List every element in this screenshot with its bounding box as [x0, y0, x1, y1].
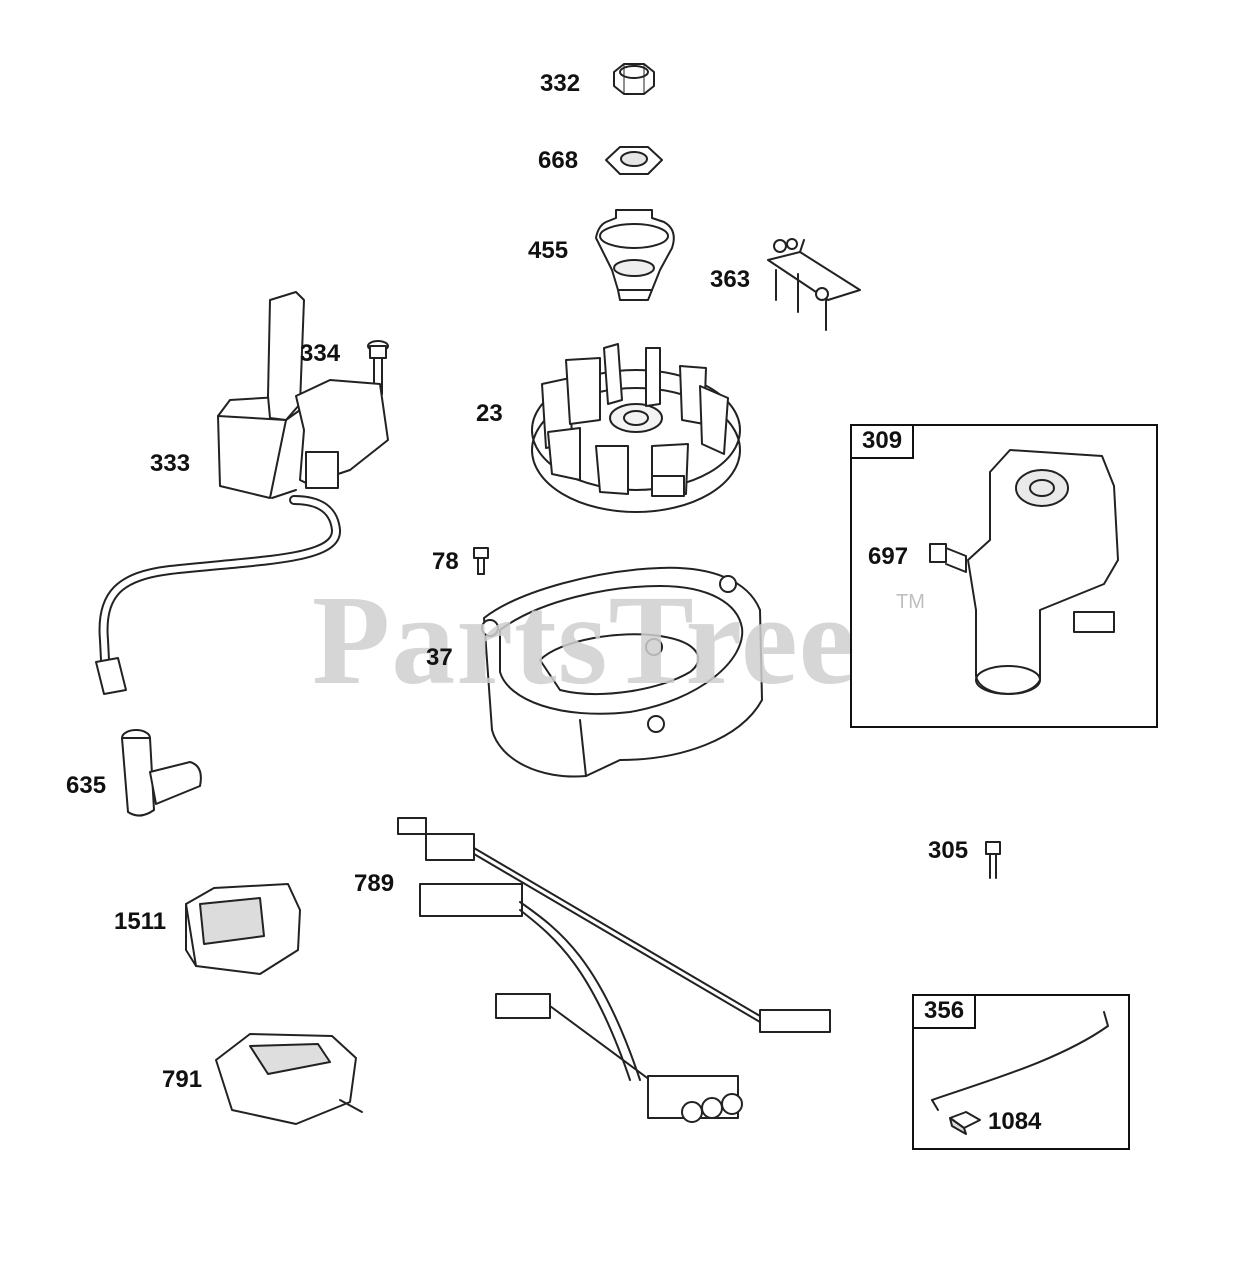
wire-detail-box: 356: [912, 994, 1130, 1150]
cup-455[interactable]: [595, 209, 675, 301]
callout-635[interactable]: 635: [66, 772, 107, 799]
callout-305[interactable]: 305: [928, 837, 969, 864]
starter-box-label[interactable]: 309: [852, 426, 915, 459]
callout-78[interactable]: 78: [432, 548, 459, 575]
watermark: PartsTree: [312, 569, 857, 711]
callout-697[interactable]: 697: [868, 543, 909, 570]
callout-789[interactable]: 789: [354, 870, 395, 897]
callout-455[interactable]: 455: [528, 237, 569, 264]
wire-box-label[interactable]: 356: [914, 996, 977, 1029]
bolt-78[interactable]: [473, 547, 489, 575]
callout-37[interactable]: 37: [426, 644, 453, 671]
bolt-334[interactable]: [367, 340, 389, 399]
bolt-697[interactable]: [929, 543, 967, 573]
blower-housing-37[interactable]: [481, 566, 763, 778]
battery-1511[interactable]: [185, 883, 301, 975]
callout-363[interactable]: 363: [710, 266, 751, 293]
bracket-363[interactable]: [767, 238, 861, 331]
connector-1084[interactable]: [949, 1111, 981, 1135]
callout-23[interactable]: 23: [476, 400, 503, 427]
starter-motor-309[interactable]: [967, 449, 1119, 695]
watermark-trademark: TM: [896, 591, 925, 613]
callout-1084[interactable]: 1084: [988, 1108, 1042, 1135]
washer-668[interactable]: [605, 146, 663, 175]
callout-332[interactable]: 332: [540, 70, 581, 97]
hex-nut-332[interactable]: [613, 63, 655, 95]
ignition-coil-333[interactable]: [95, 291, 389, 695]
callout-333[interactable]: 333: [150, 450, 191, 477]
screw-305[interactable]: [985, 841, 1001, 879]
callout-334[interactable]: 334: [300, 340, 341, 367]
callout-668[interactable]: 668: [538, 147, 579, 174]
wire-harness-789[interactable]: [397, 817, 831, 1123]
callout-1511[interactable]: 1511: [114, 908, 167, 935]
callout-791[interactable]: 791: [162, 1066, 203, 1093]
wire-356[interactable]: [931, 1011, 1109, 1111]
spark-plug-boot-635[interactable]: [121, 729, 202, 817]
starter-detail-box: 309: [850, 424, 1158, 728]
charger-791[interactable]: [215, 1033, 363, 1125]
flywheel-23[interactable]: [531, 343, 741, 513]
